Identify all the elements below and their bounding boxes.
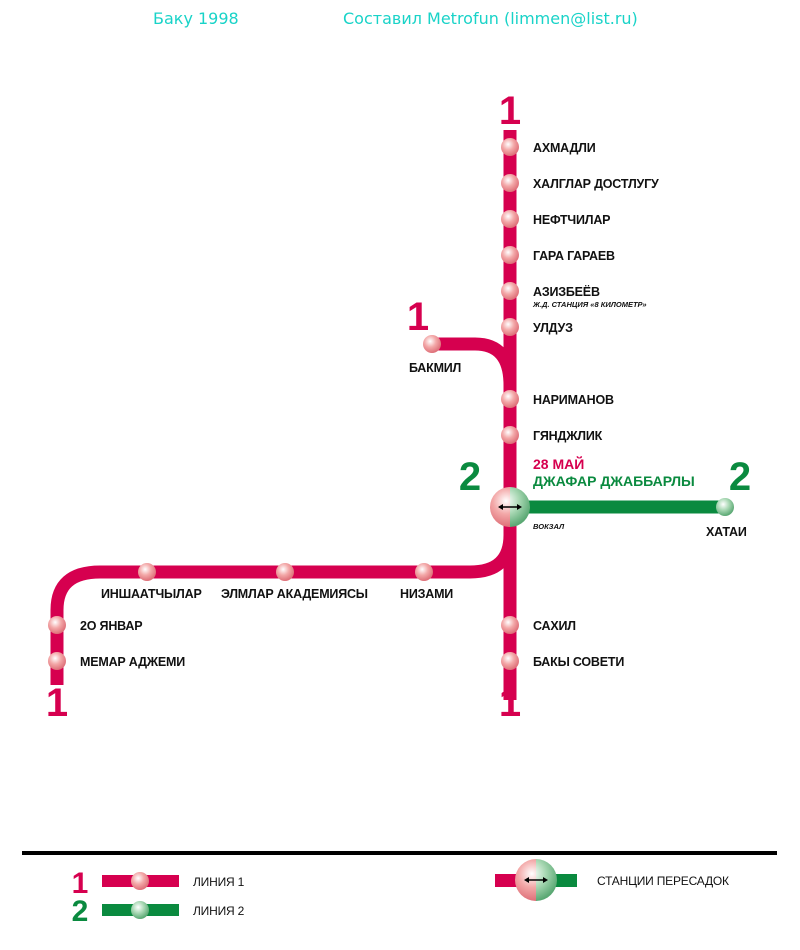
legend-divider bbox=[22, 851, 777, 855]
station-gara-garaev bbox=[501, 246, 519, 264]
interchange-station bbox=[490, 487, 530, 527]
station-20-yanvar bbox=[48, 616, 66, 634]
station-label: МЕМАР АДЖЕМИ bbox=[80, 655, 185, 669]
line-2-number: 2 bbox=[459, 455, 481, 499]
line-1-track bbox=[50, 130, 517, 700]
legend-transfer-label: СТАНЦИИ ПЕРЕСАДОК bbox=[597, 874, 729, 888]
station-label: САХИЛ bbox=[533, 619, 576, 633]
station-label: АЗИЗБЕЁВ bbox=[533, 284, 600, 299]
line-1-number: 1 bbox=[499, 89, 521, 133]
station-label: НИЗАМИ bbox=[400, 587, 453, 601]
station-bakmil bbox=[423, 335, 441, 353]
station-label: ГЯНДЖЛИК bbox=[533, 429, 603, 443]
station-label: ГАРА ГАРАЕВ bbox=[533, 249, 615, 263]
line-2-number: 2 bbox=[729, 455, 751, 499]
legend-line2-label: ЛИНИЯ 2 bbox=[193, 904, 245, 918]
legend: 1 ЛИНИЯ 1 2 ЛИНИЯ 2 СТАНЦИИ ПЕРЕСАДОК bbox=[22, 851, 777, 928]
station-nizami bbox=[415, 563, 433, 581]
interchange-line1-label: 28 МАЙ bbox=[533, 455, 584, 472]
line-1-number: 1 bbox=[46, 681, 68, 725]
station-label: БАКЫ СОВЕТИ bbox=[533, 655, 624, 669]
interchange-line2-label: ДЖАФАР ДЖАББАРЛЫ bbox=[533, 473, 695, 489]
station-narimanov bbox=[501, 390, 519, 408]
station-label: ХАЛГЛАР ДОСТЛУГУ bbox=[533, 177, 659, 191]
station-note: Ж.Д. СТАНЦИЯ «8 КИЛОМЕТР» bbox=[532, 300, 647, 309]
station-label: АХМАДЛИ bbox=[533, 141, 596, 155]
station-labels: АХМАДЛИ ХАЛГЛАР ДОСТЛУГУ НЕФТЧИЛАР ГАРА … bbox=[80, 141, 747, 669]
station-label: ЭЛМЛАР АКАДЕМИЯСЫ bbox=[221, 587, 368, 601]
transfer-arrow-icon bbox=[498, 504, 522, 510]
station-label: НЕФТЧИЛАР bbox=[533, 213, 610, 227]
legend-line1-label: ЛИНИЯ 1 bbox=[193, 875, 245, 889]
station-label: НАРИМАНОВ bbox=[533, 393, 614, 407]
interchange-note: ВОКЗАЛ bbox=[533, 522, 565, 531]
transfer-arrow-icon bbox=[524, 877, 548, 883]
station-label: 2О ЯНВАР bbox=[80, 619, 142, 633]
legend-line1-number: 1 bbox=[72, 867, 89, 900]
station-neftchilar bbox=[501, 210, 519, 228]
station-elmlar-akademiyasy bbox=[276, 563, 294, 581]
station-ahmadli bbox=[501, 138, 519, 156]
line-1-number: 1 bbox=[407, 295, 429, 339]
station-label: БАКМИЛ bbox=[409, 361, 461, 375]
station-label: ИНШААТЧЫЛАР bbox=[101, 587, 202, 601]
station-hatai bbox=[716, 498, 734, 516]
station-inshaatchylar bbox=[138, 563, 156, 581]
station-label: УЛДУЗ bbox=[533, 321, 573, 335]
station-memar-adzhemi bbox=[48, 652, 66, 670]
line-1-stations bbox=[48, 138, 519, 670]
map-title: Баку 1998 bbox=[153, 9, 239, 28]
station-sahil bbox=[501, 616, 519, 634]
station-gyandzhlik bbox=[501, 426, 519, 444]
station-halglar-dostlugu bbox=[501, 174, 519, 192]
station-ulduz bbox=[501, 318, 519, 336]
station-label: ХАТАИ bbox=[706, 525, 747, 539]
station-azizbekov bbox=[501, 282, 519, 300]
station-baky-soveti bbox=[501, 652, 519, 670]
legend-line2-number: 2 bbox=[72, 895, 89, 928]
map-author: Составил Metrofun (limmen@list.ru) bbox=[343, 9, 638, 28]
line-1-number: 1 bbox=[499, 681, 521, 725]
